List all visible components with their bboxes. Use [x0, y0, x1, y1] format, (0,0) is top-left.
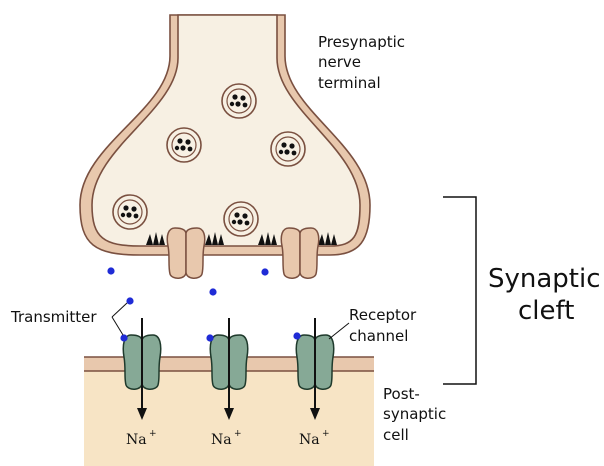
synaptic-vesicle — [222, 84, 256, 118]
synaptic-cleft-label-line-2: cleft — [518, 296, 574, 326]
postsynaptic-label-line-3: cell — [383, 426, 409, 444]
presynaptic-channel — [167, 228, 204, 278]
synaptic-vesicle — [167, 128, 201, 162]
presynaptic-channel — [281, 228, 318, 278]
receptor-pointer — [329, 323, 349, 339]
svg-text:+: + — [322, 429, 330, 439]
synaptic-vesicle — [113, 195, 147, 229]
svg-text:+: + — [149, 429, 157, 439]
presynaptic-label-line-2: nerve — [318, 53, 361, 71]
presynaptic-label-line-3: terminal — [318, 74, 381, 92]
synaptic-vesicle — [224, 202, 258, 236]
synaptic-cleft-label-line-1: Synaptic — [488, 264, 601, 294]
synaptic-cleft-bracket — [443, 197, 476, 384]
postsynaptic-label-line-2: synaptic — [383, 405, 446, 423]
svg-text:Na: Na — [211, 432, 232, 448]
transmitter-pointer — [112, 303, 127, 335]
svg-text:+: + — [234, 429, 242, 439]
transmitter-label: Transmitter — [10, 308, 97, 326]
svg-text:Na: Na — [299, 432, 320, 448]
svg-text:Na: Na — [126, 432, 147, 448]
receptor-label-line-1: Receptor — [349, 306, 417, 324]
transmitter-molecule — [107, 267, 300, 341]
receptor-label-line-2: channel — [349, 327, 408, 345]
synaptic-vesicle — [271, 132, 305, 166]
presynaptic-label-line-1: Presynaptic — [318, 33, 405, 51]
postsynaptic-label-line-1: Post- — [383, 385, 420, 403]
